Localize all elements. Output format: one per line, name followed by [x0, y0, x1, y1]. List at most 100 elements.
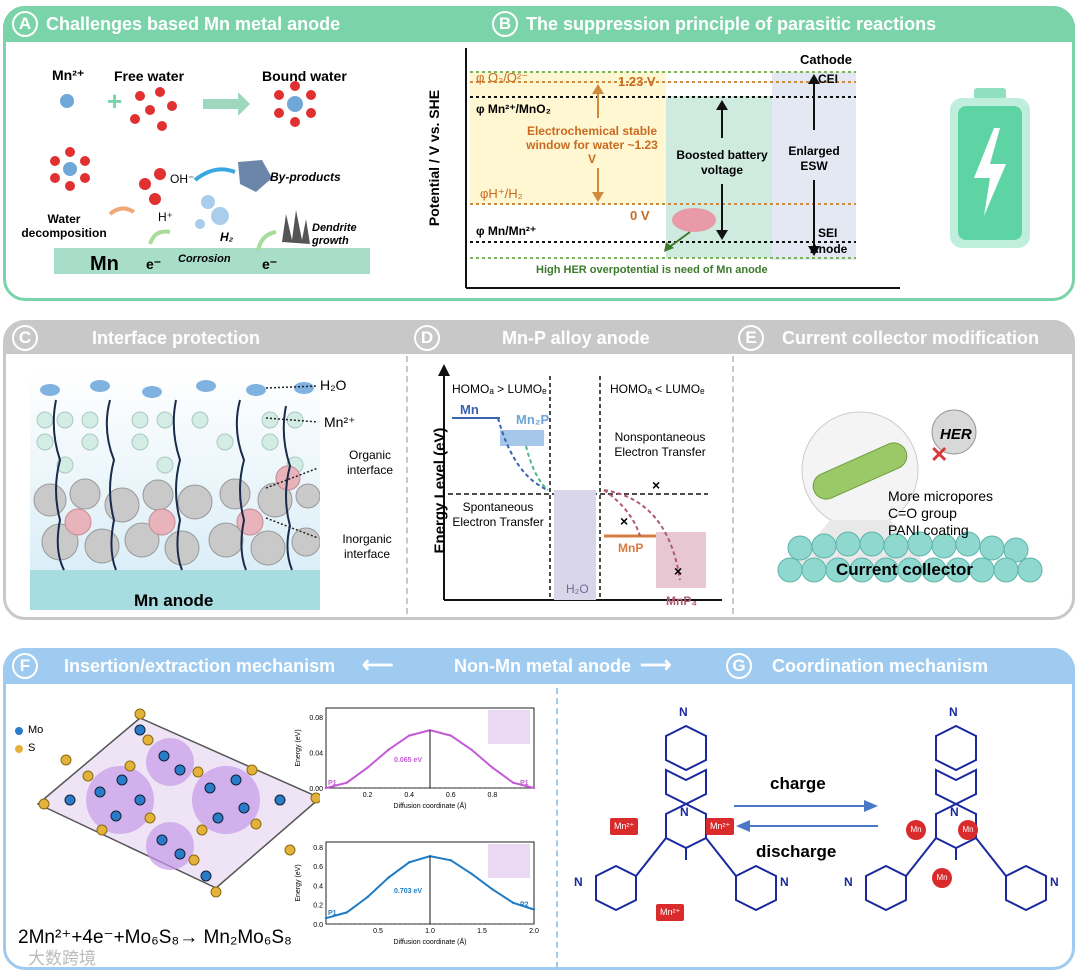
mn-badge-2: Mn²⁺	[706, 818, 735, 835]
molecule-right: N N N N	[844, 705, 1059, 912]
oxygen-atom	[139, 178, 151, 190]
curve-point	[387, 876, 390, 879]
panel-c-pointers	[265, 385, 319, 539]
panel-d-letter: D	[414, 325, 440, 351]
crystal-structure	[36, 708, 320, 898]
b-label-enlarged: Enlarged ESW	[788, 144, 840, 173]
curve-point	[366, 766, 369, 769]
b-label-boosted: Boosted battery voltage	[676, 148, 768, 177]
b-yaxis-label: Potential / V vs. SHE	[426, 89, 442, 227]
h2-bubble	[211, 207, 229, 225]
b-label-h2: φH⁺/H₂	[480, 186, 523, 201]
panel-cde-header	[3, 320, 1075, 354]
label-water-decomposition: Water decomposition	[21, 212, 107, 240]
svg-text:N: N	[780, 875, 789, 889]
d-label-mn2p: Mn₂P	[516, 412, 550, 427]
mn2-spheres	[36, 411, 304, 474]
mo-atoms	[64, 724, 286, 882]
d-label-h2o: H₂O	[566, 582, 589, 596]
arrow-orange	[108, 206, 136, 216]
end-label: P2	[520, 902, 529, 909]
curve-point	[449, 734, 452, 737]
x-tick-label: 0.6	[446, 792, 456, 799]
panel-b-diagram	[465, 48, 900, 289]
polymer-chains	[52, 399, 293, 571]
arrow-green-1	[148, 229, 171, 245]
x-axis-label: Diffusion coordinate (Å)	[393, 937, 466, 946]
mn-ion-dot	[60, 94, 74, 108]
panel-a-letter: A	[12, 11, 38, 37]
h2o-ellipses	[40, 380, 314, 398]
y-tick-label: 0.6	[313, 864, 323, 871]
h2-bubble	[195, 219, 205, 229]
arrow-right	[203, 92, 250, 116]
legend-mo-dot	[15, 727, 23, 735]
label-oh: OH⁻	[170, 172, 195, 186]
curve-point	[324, 786, 328, 790]
d-label-yaxis: Energy Level (eV)	[431, 427, 449, 554]
b-label-mnmn: φ Mn/Mn²⁺	[476, 224, 537, 238]
mn-substrate	[54, 248, 370, 274]
label-corrosion: Corrosion	[178, 253, 231, 265]
svg-text:N: N	[574, 875, 583, 889]
reaction-equation: 2Mn²⁺+4e⁻+Mo₆S₈→ Mn₂Mo₆S₈	[18, 927, 292, 948]
mn-bound-2: Mn	[958, 820, 978, 840]
b-label-her-note: High HER overpotential is need of Mn ano…	[536, 264, 768, 276]
arrow-left-icon: ⟵	[362, 652, 394, 677]
e-label-collector: Current collector	[836, 560, 973, 579]
arrow-right-icon: ⟶	[640, 652, 672, 677]
panel-g-letter: G	[726, 653, 752, 679]
svg-text:N: N	[679, 705, 688, 719]
barrier-label: 0.703 eV	[394, 888, 422, 895]
panel-d-title: Mn-P alloy anode	[502, 328, 650, 348]
inset-structure	[488, 844, 530, 878]
d-curve-mn2p	[525, 445, 549, 491]
free-water-cluster	[130, 87, 177, 131]
c-label-h2o: H₂O	[320, 377, 347, 393]
panel-f-letter: F	[12, 653, 38, 679]
d-label-spont: Spontaneous Electron Transfer	[452, 500, 544, 529]
y-tick-label: 0.08	[309, 715, 323, 722]
d-cross-2: ×	[620, 513, 628, 529]
panel-d-diagram: × × ×	[438, 364, 722, 601]
charge-arrow	[734, 800, 878, 832]
arrow-to-byproducts	[193, 167, 236, 182]
discharge-label: discharge	[756, 842, 837, 861]
panel-b-letter: B	[492, 11, 518, 37]
panel-f-title: Insertion/extraction mechanism	[64, 656, 336, 676]
b-label-window: Electrochemical stable window for water …	[526, 124, 658, 166]
y-tick-label: 0.8	[313, 845, 323, 852]
byproduct-crystal	[238, 160, 272, 192]
legend-s-dot	[15, 745, 23, 753]
ring-left	[595, 864, 637, 912]
dendrite-spikes	[282, 210, 310, 244]
x-tick-label: 0.5	[373, 928, 383, 935]
watermark: 大数跨境	[28, 949, 96, 968]
mn-bound-3: Mn	[932, 868, 952, 888]
svg-text:N: N	[844, 875, 853, 889]
oxygen-atom	[154, 168, 166, 180]
d-label-mnp4: MnP₄	[666, 594, 698, 608]
barrier-label: 0.065 eV	[394, 757, 422, 764]
battery-icon	[950, 88, 1030, 248]
label-dendrite: Dendrite growth	[312, 222, 357, 247]
curve-point	[387, 748, 390, 751]
label-byproducts: By-products	[270, 170, 341, 184]
x-tick-label: 1.0	[425, 928, 435, 935]
collector-spheres	[777, 531, 1043, 583]
x-tick-label: 1.5	[477, 928, 487, 935]
label-hplus: H⁺	[158, 210, 173, 224]
divider-de	[732, 356, 734, 614]
charge-label: charge	[770, 774, 826, 793]
curve-point	[512, 901, 515, 904]
ring-top	[665, 724, 707, 772]
s-atoms	[38, 708, 320, 898]
panel-c-title: Interface protection	[92, 328, 261, 348]
d-curve-mnp4	[603, 489, 681, 581]
d-cross-3: ×	[674, 563, 682, 579]
mn-anode-block	[30, 570, 320, 610]
mn-bound-1: Mn	[906, 820, 926, 840]
svg-text:N: N	[950, 805, 959, 819]
curve-point	[345, 911, 348, 914]
